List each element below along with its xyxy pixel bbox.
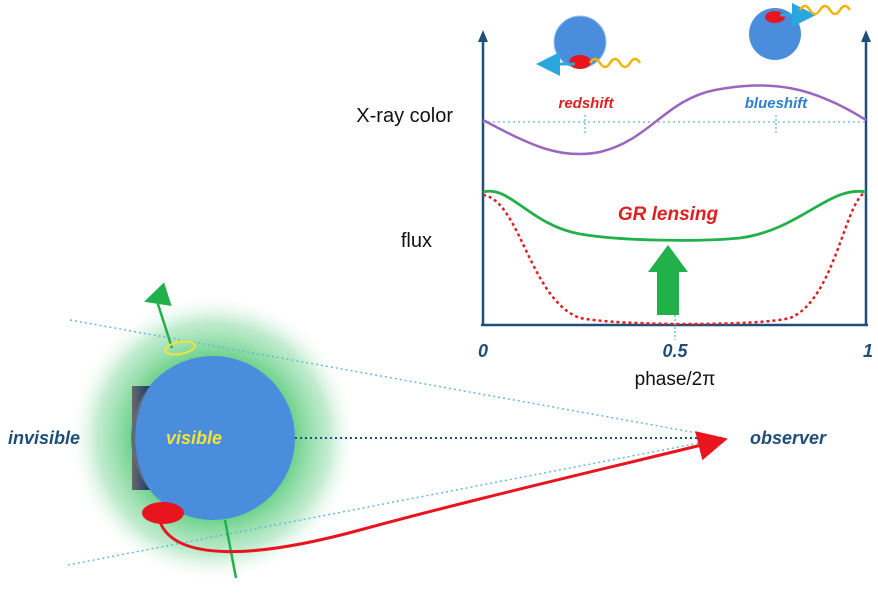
visible-label: visible: [166, 428, 222, 448]
phase-plot: X-ray color flux redshift blueshift GR l…: [356, 30, 873, 390]
photon-wave-icon: [588, 57, 642, 69]
redshift-label: redshift: [558, 95, 614, 112]
rotation-direction-icon: [164, 340, 196, 356]
sight-line-upper: [69, 319, 726, 439]
observer-label: observer: [750, 428, 827, 448]
flux-without-lensing-curve: [482, 190, 867, 326]
flux-gr-curve: [482, 189, 867, 242]
y-label-flux: flux: [401, 230, 432, 252]
x-tick-1: 1: [863, 341, 873, 361]
hotspot-icon-back: [765, 11, 785, 23]
hotspot-icon-front: [569, 55, 591, 69]
y-axis-left-arrowhead: [478, 30, 488, 42]
y-label-xray-color: X-ray color: [356, 105, 453, 127]
sight-line-lower: [67, 437, 726, 566]
hot-spot: [142, 502, 184, 524]
star-shadow: [131, 386, 150, 490]
gr-lensing-label: GR lensing: [618, 204, 719, 225]
rotation-axis-lower: [223, 519, 238, 579]
star-body: [131, 356, 295, 520]
rotation-axis-upper: [144, 282, 174, 349]
lensed-light-path: [158, 431, 728, 553]
y-axis-right-arrowhead: [861, 30, 871, 42]
xray-color-curve: [482, 84, 867, 156]
blueshift-label: blueshift: [745, 95, 809, 112]
invisible-label: invisible: [8, 428, 80, 448]
x-tick-0-5: 0.5: [662, 341, 688, 361]
lensing-boost-arrow: [648, 245, 688, 315]
x-axis-label: phase/2π: [635, 369, 716, 390]
star-icon-blueshift: [749, 3, 852, 60]
x-tick-0: 0: [478, 341, 488, 361]
star-icon-redshift: [536, 15, 642, 76]
star-shadow-edge: [131, 386, 150, 490]
photon-wave-icon: [798, 4, 852, 16]
neutron-star: invisible visible observer: [8, 282, 827, 583]
